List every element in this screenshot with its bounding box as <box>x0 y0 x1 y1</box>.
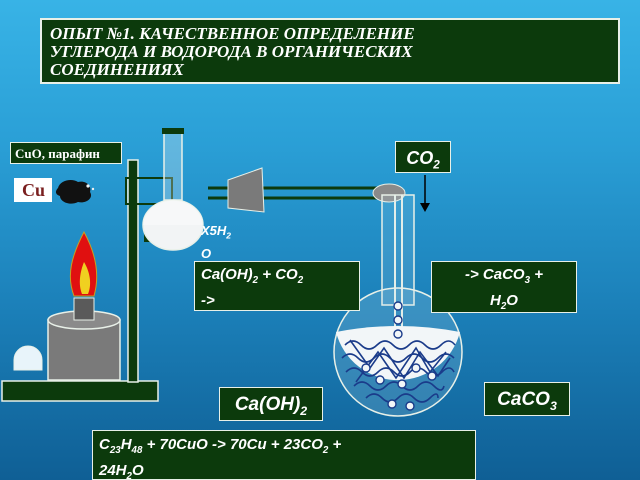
stand-clamp <box>125 177 173 205</box>
cuo-dot <box>86 184 90 188</box>
tube-joint <box>227 167 265 213</box>
equation-lime-water: Ca(OH)2 + CO2 -> <box>194 261 360 311</box>
flask-neck-rim <box>162 128 184 134</box>
cuo-dot <box>91 187 95 191</box>
copper-text: Cu <box>22 180 46 200</box>
caoh2-label: Ca(OH)2 <box>219 387 323 421</box>
copper-label: Cu <box>14 178 52 202</box>
tube-elbow <box>372 183 406 203</box>
caco3-label: CaCO3 <box>484 382 570 416</box>
cuo-mixture-icon <box>56 180 92 204</box>
co2-label: CO2 <box>395 141 451 173</box>
burner-body <box>47 319 121 381</box>
burner-cap-dome <box>13 345 43 371</box>
gas-bubbles <box>361 301 437 411</box>
water-hydrate-label: X5H2 O <box>201 223 231 261</box>
burner-cap <box>73 297 95 321</box>
big-flask-neck <box>381 194 415 306</box>
page-title: ОПЫТ №1. КАЧЕСТВЕННОЕ ОПРЕДЕЛЕНИЕ УГЛЕРО… <box>40 18 620 84</box>
reagents-text: CuO, парафин <box>15 146 100 161</box>
reagents-label: CuO, парафин <box>10 142 122 164</box>
co2-arrow-head <box>420 203 430 212</box>
stand-rod <box>127 159 139 383</box>
flask-neck <box>163 129 183 201</box>
equation-combustion: C23H48 + 70CuO -> 70Cu + 23CO2 + 24H2O <box>92 430 476 480</box>
flask-bulb-upper <box>143 200 203 225</box>
stand-base <box>1 380 159 402</box>
flame-core <box>79 262 91 294</box>
title-line-3: СОЕДИНЕНИЯХ <box>50 60 184 79</box>
title-line-1: ОПЫТ №1. КАЧЕСТВЕННОЕ ОПРЕДЕЛЕНИЕ <box>50 24 415 43</box>
equation-product: -> CaCO3 + H2O <box>431 261 577 313</box>
title-line-2: УГЛЕРОДА И ВОДОРОДА В ОРГАНИЧЕСКИХ <box>50 42 413 61</box>
flask-bulb <box>142 199 204 251</box>
